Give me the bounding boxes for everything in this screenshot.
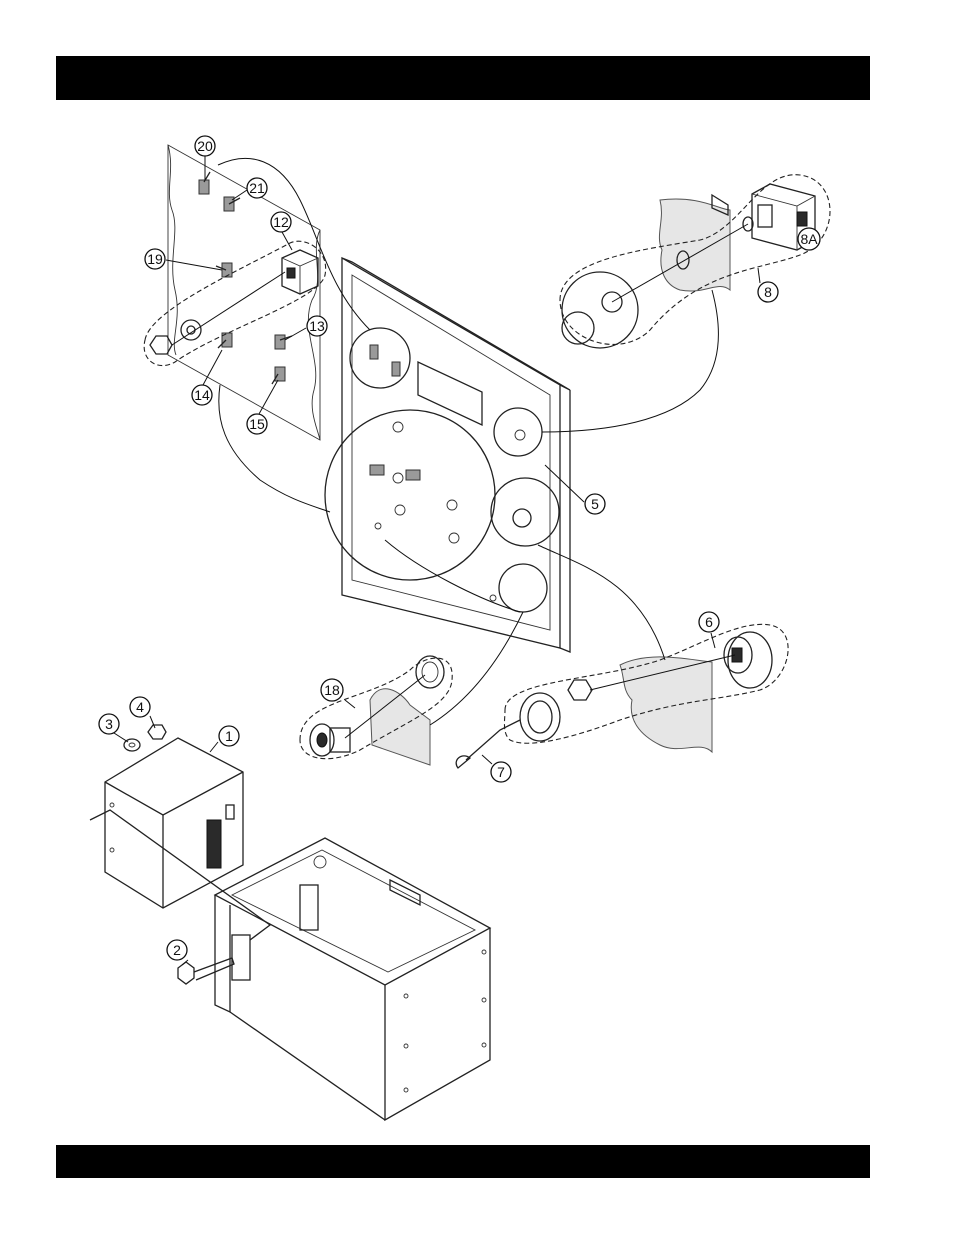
terminal-strip xyxy=(207,820,221,868)
toggle-switch-14 xyxy=(218,333,232,348)
svg-text:5: 5 xyxy=(591,496,599,512)
lock-ring xyxy=(416,656,444,688)
emergency-stop-detail-8 xyxy=(560,175,830,348)
callout-5: 5 xyxy=(585,494,605,514)
svg-text:14: 14 xyxy=(194,387,210,403)
callout-21: 21 xyxy=(247,178,267,198)
callout-3: 3 xyxy=(99,714,119,734)
svg-text:19: 19 xyxy=(147,251,163,267)
switch-panel-detail xyxy=(144,145,325,440)
nut-4 xyxy=(148,725,166,739)
enclosure-box-1 xyxy=(105,725,243,908)
callout-13: 13 xyxy=(307,316,327,336)
callout-4: 4 xyxy=(130,697,150,717)
callout-12: 12 xyxy=(271,212,291,232)
callout-19: 19 xyxy=(145,249,165,269)
callout-2: 2 xyxy=(167,940,187,960)
svg-text:18: 18 xyxy=(324,682,340,698)
svg-text:8: 8 xyxy=(764,284,772,300)
svg-text:21: 21 xyxy=(249,180,265,196)
wiring-leaders xyxy=(218,158,719,725)
svg-text:7: 7 xyxy=(497,764,505,780)
nut-and-washer xyxy=(150,320,201,354)
key-switch-detail-6 xyxy=(456,624,788,768)
svg-text:13: 13 xyxy=(309,318,325,334)
svg-text:6: 6 xyxy=(705,614,713,630)
callout-14: 14 xyxy=(192,385,212,405)
svg-text:3: 3 xyxy=(105,716,113,732)
callout-8: 8 xyxy=(758,282,778,302)
svg-text:12: 12 xyxy=(273,214,289,230)
callout-7: 7 xyxy=(491,762,511,782)
toggle-switch-15 xyxy=(272,367,285,384)
svg-text:15: 15 xyxy=(249,416,265,432)
panel-nut-and-ring xyxy=(520,680,592,741)
control-panel-5 xyxy=(325,258,570,652)
svg-text:2: 2 xyxy=(173,942,181,958)
callout-20: 20 xyxy=(195,136,215,156)
callout-1: 1 xyxy=(219,726,239,746)
svg-text:4: 4 xyxy=(136,699,144,715)
mounting-frame xyxy=(90,810,490,1120)
svg-text:8A: 8A xyxy=(800,231,818,247)
callout-8A: 8A xyxy=(798,228,820,250)
callout-18: 18 xyxy=(321,679,343,701)
key-switch-body xyxy=(724,632,772,688)
callout-6: 6 xyxy=(699,612,719,632)
svg-text:20: 20 xyxy=(197,138,213,154)
remote-connector-detail-18 xyxy=(300,656,452,765)
callout-15: 15 xyxy=(247,414,267,434)
connector-body xyxy=(310,724,350,756)
relay-block-12 xyxy=(282,250,318,294)
toggle-switch-21 xyxy=(224,197,240,211)
svg-text:1: 1 xyxy=(225,728,233,744)
